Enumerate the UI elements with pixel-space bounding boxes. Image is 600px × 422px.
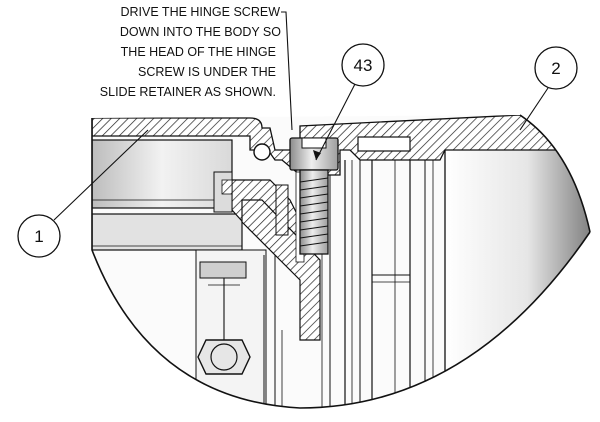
callout-2: 2 — [519, 46, 578, 131]
callout-1-leader — [53, 129, 149, 221]
body-outer-wall — [519, 114, 591, 233]
instruction-note: DRIVE THE HINGE SCREW DOWN INTO THE BODY… — [100, 5, 293, 131]
note-leader — [281, 11, 293, 131]
note-line-5: SLIDE RETAINER AS SHOWN. — [100, 85, 276, 99]
slide-retainer-slot — [357, 136, 411, 152]
detail-section — [91, 114, 591, 409]
body-arm — [241, 199, 321, 341]
note-line-2: DOWN INTO THE BODY SO — [120, 25, 281, 39]
bore-lines — [321, 160, 411, 408]
callout-43-leader — [315, 83, 356, 161]
callout-1: 1 — [17, 129, 149, 258]
slide-bar — [92, 213, 243, 251]
callout-43: 43 — [313, 43, 385, 161]
note-line-4: SCREW IS UNDER THE — [138, 65, 276, 79]
callout-43-label: 43 — [354, 56, 373, 75]
hex-nut — [197, 339, 251, 375]
note-line-3: THE HEAD OF THE HINGE — [121, 45, 276, 59]
callout-2-label: 2 — [551, 59, 560, 78]
hinge-screw — [289, 137, 339, 255]
callout-2-balloon — [534, 46, 578, 90]
callout-1-balloon — [17, 214, 61, 258]
callout-43-balloon — [341, 43, 385, 87]
callout-2-leader — [519, 87, 549, 131]
washer — [199, 261, 247, 279]
body-cylinder-right — [445, 150, 590, 408]
note-line-1: DRIVE THE HINGE SCREW — [120, 5, 280, 19]
callout-1-label: 1 — [34, 227, 43, 246]
left-bore-upper — [92, 139, 233, 209]
hinge-pin — [253, 143, 271, 161]
detail-boundary — [91, 118, 591, 409]
